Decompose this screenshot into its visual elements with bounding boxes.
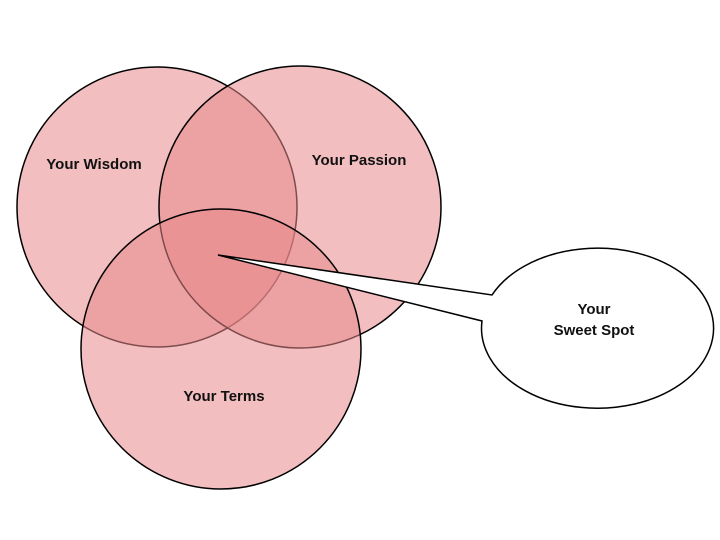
label-your-terms: Your Terms xyxy=(183,388,264,405)
callout-text-line-1: Your xyxy=(577,301,610,318)
sweet-spot-callout-bubble xyxy=(217,247,715,409)
circle-your-terms xyxy=(80,208,362,490)
callout-text-line-2: Sweet Spot xyxy=(554,322,635,339)
label-your-wisdom: Your Wisdom xyxy=(46,156,141,173)
label-your-passion: Your Passion xyxy=(312,152,407,169)
